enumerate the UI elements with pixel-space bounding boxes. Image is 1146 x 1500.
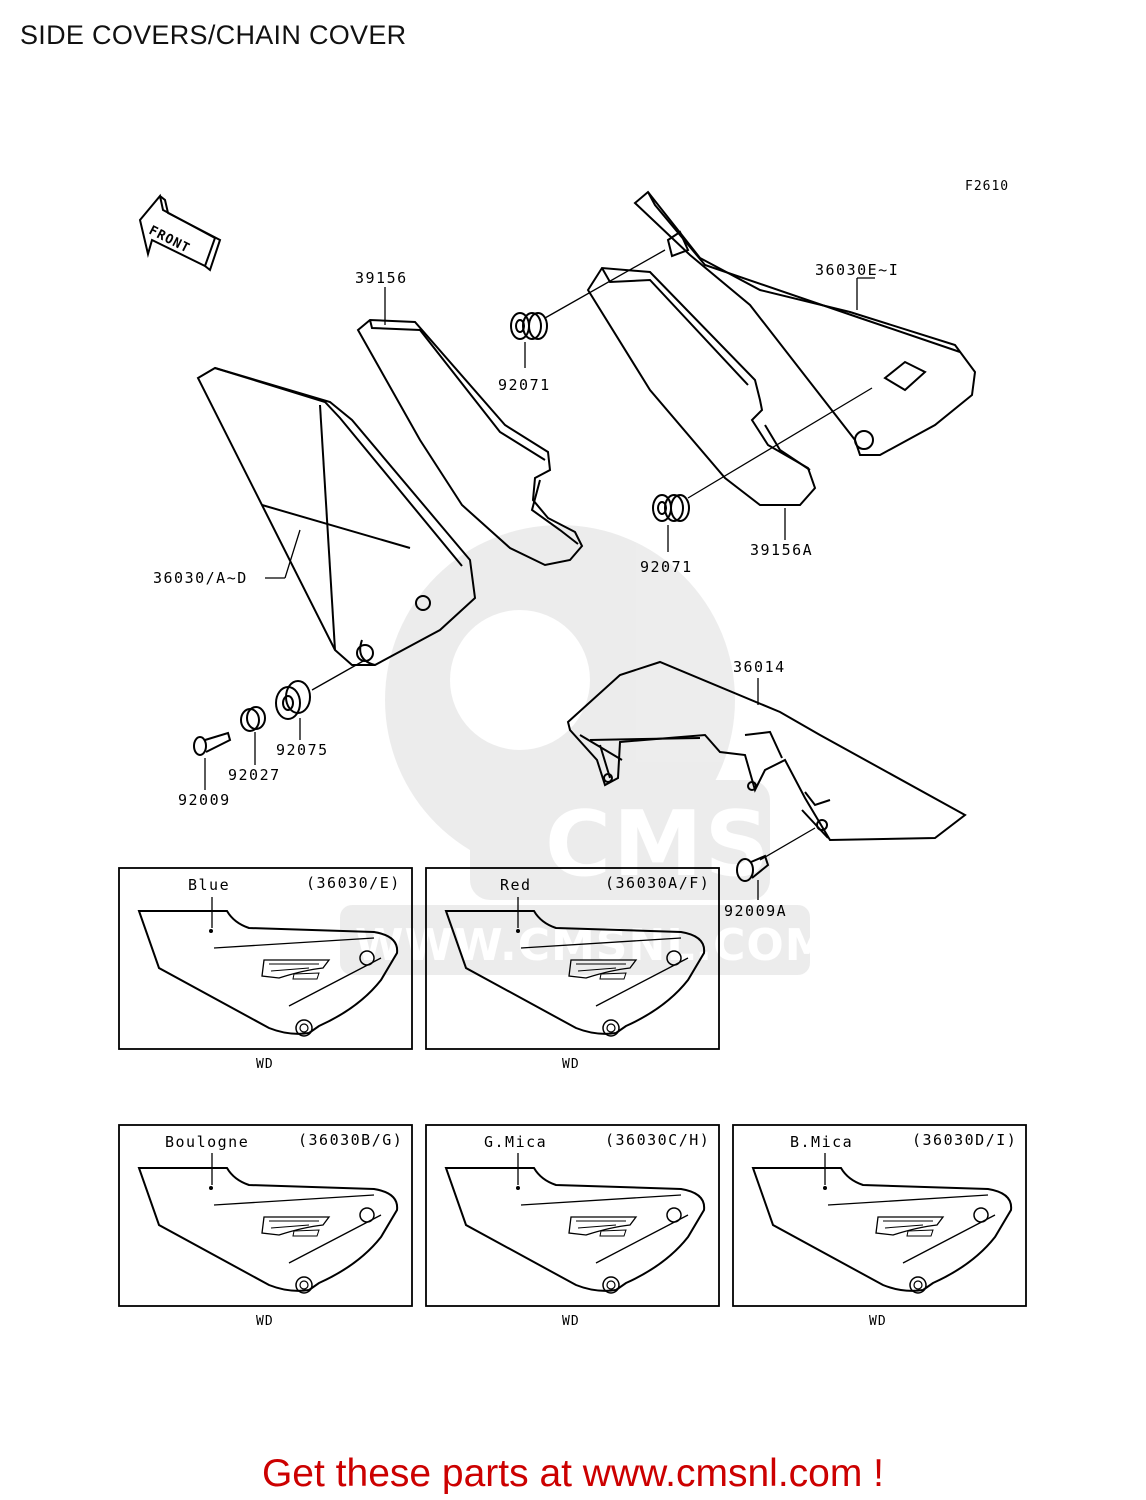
figure-id: F2610: [965, 179, 1009, 194]
pad-left: [356, 318, 584, 567]
variant-box-boulogne: Boulogne (36030B/G) WD: [118, 1124, 413, 1329]
chain-cover-bolt: [736, 854, 770, 882]
variant-color: G.Mica: [484, 1133, 547, 1151]
page-title: SIDE COVERS/CHAIN COVER: [20, 20, 407, 50]
label-chain-cover-bolt: 92009A: [724, 902, 787, 920]
variant-note: WD: [256, 1314, 274, 1329]
promo-link[interactable]: Get these parts at www.cmsnl.com !: [261, 1452, 885, 1495]
label-chain-cover: 36014: [733, 658, 786, 676]
label-pad-left: 39156: [355, 269, 408, 287]
variant-note: WD: [256, 1057, 274, 1072]
label-bolt: 92009: [178, 791, 231, 809]
grommet-cover: [275, 680, 311, 720]
variant-color: Boulogne: [165, 1133, 249, 1151]
label-grommet-lower: 92071: [640, 558, 693, 576]
variant-box-red: Red (36030A/F) WD: [425, 867, 720, 1072]
bolt: [193, 731, 232, 756]
variant-box-b-mica: B.Mica (36030D/I) WD: [732, 1124, 1027, 1329]
variant-color: B.Mica: [790, 1133, 853, 1151]
collar: [240, 706, 266, 732]
parts-diagram: CMS WWW.CMSNL.COM FRONT F2610 36030/A~D …: [118, 179, 1027, 1329]
pad-right: [586, 266, 817, 506]
variant-note: WD: [562, 1314, 580, 1329]
variant-part: (36030/E): [306, 874, 401, 892]
promo-banner: Get these parts at www.cmsnl.com !: [0, 1452, 1146, 1496]
label-collar: 92027: [228, 766, 281, 784]
variant-color: Blue: [188, 876, 230, 894]
variant-note: WD: [869, 1314, 887, 1329]
label-side-cover-right: 36030E~I: [815, 261, 899, 279]
variant-part: (36030B/G): [298, 1131, 403, 1149]
label-side-cover-left: 36030/A~D: [153, 569, 248, 587]
grommet-upper: [510, 312, 548, 340]
label-grommet-cover: 92075: [276, 741, 329, 759]
variant-part: (36030C/H): [605, 1131, 710, 1149]
variant-box-g-mica: G.Mica (36030C/H) WD: [425, 1124, 720, 1329]
watermark-logo: CMS: [545, 792, 771, 897]
variant-box-blue: Blue (36030/E) WD: [118, 867, 413, 1072]
front-arrow-icon: FRONT: [138, 193, 222, 272]
side-cover-right: [633, 190, 977, 456]
variant-color: Red: [500, 876, 532, 894]
variant-note: WD: [562, 1057, 580, 1072]
grommet-lower: [652, 494, 690, 522]
label-grommet-upper: 92071: [498, 376, 551, 394]
variant-part: (36030D/I): [912, 1131, 1017, 1149]
label-pad-right: 39156A: [750, 541, 813, 559]
side-cover-left: [196, 366, 477, 666]
chain-cover: [566, 660, 967, 842]
variant-part: (36030A/F): [605, 874, 710, 892]
